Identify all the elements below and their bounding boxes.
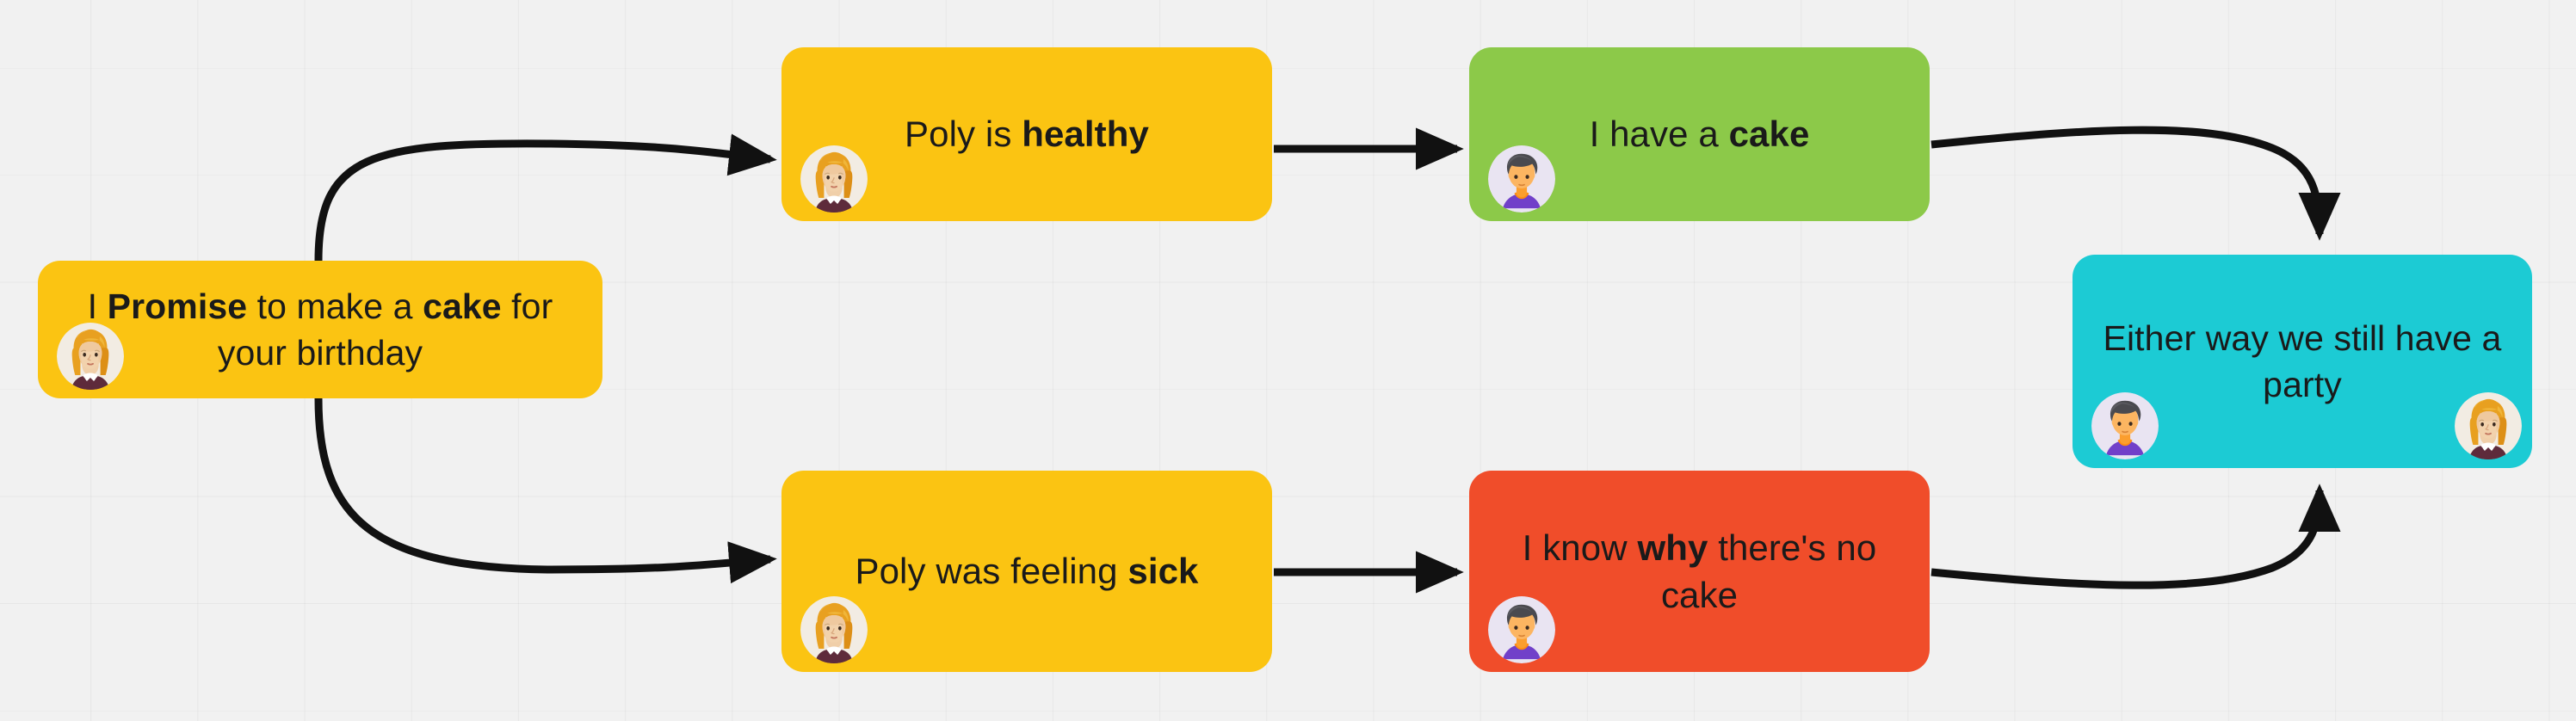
story-node-party-text: Either way we still have a party bbox=[2103, 317, 2502, 404]
male-avatar bbox=[2091, 392, 2159, 459]
edge-nocake-to-party bbox=[1930, 484, 2341, 589]
story-node-promise[interactable]: I Promise to make a cake for your birthd… bbox=[38, 261, 602, 398]
story-node-sick[interactable]: Poly was feeling sick bbox=[781, 471, 1272, 672]
story-node-nocake[interactable]: I know why there's no cake bbox=[1469, 471, 1930, 672]
story-node-cake[interactable]: I have a cake bbox=[1469, 47, 1930, 221]
female-avatar bbox=[800, 145, 868, 213]
female-avatar bbox=[2455, 392, 2522, 459]
story-node-party[interactable]: Either way we still have a party bbox=[2073, 255, 2532, 468]
female-avatar bbox=[800, 596, 868, 663]
edge-promise-to-sick bbox=[314, 397, 777, 584]
edge-cake-to-party bbox=[1930, 126, 2341, 241]
male-avatar bbox=[1488, 145, 1555, 213]
edge-promise-to-healthy bbox=[314, 133, 777, 262]
female-avatar bbox=[57, 323, 124, 390]
story-node-cake-text: I have a cake bbox=[1589, 114, 1810, 155]
story-node-sick-text: Poly was feeling sick bbox=[855, 551, 1199, 592]
male-avatar bbox=[1488, 596, 1555, 663]
story-node-healthy-text: Poly is healthy bbox=[905, 114, 1149, 155]
story-node-healthy[interactable]: Poly is healthy bbox=[781, 47, 1272, 221]
